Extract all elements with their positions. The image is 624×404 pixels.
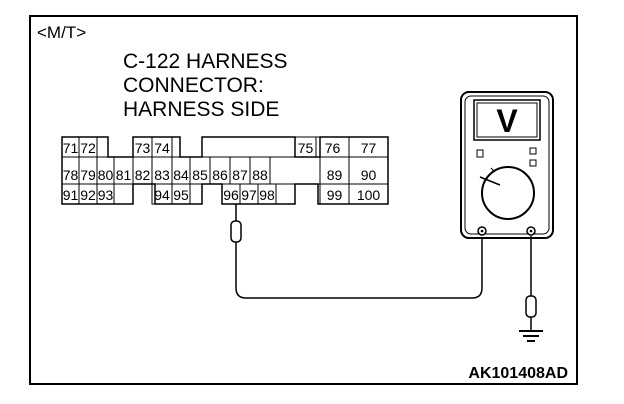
connector-terminal-100: 100: [357, 187, 381, 203]
meter-display-reading: V: [496, 103, 518, 139]
connector-terminal-92: 92: [80, 187, 96, 203]
connector-terminal-98: 98: [259, 187, 275, 203]
connector-terminal-87: 87: [232, 167, 248, 183]
connector-terminal-99: 99: [327, 187, 343, 203]
figure-code: AK101408AD: [468, 365, 568, 382]
connector-terminal-cell: [348, 156, 389, 185]
connector-terminal-88: 88: [252, 167, 268, 183]
meter-jack-left-pin: [480, 229, 484, 233]
connector-terminal-cell: [269, 156, 321, 185]
meter-dial-tick: [490, 167, 496, 173]
connector-terminal-71: 71: [63, 140, 79, 156]
connector-terminal-96: 96: [223, 187, 239, 203]
connector-terminal-91: 91: [63, 187, 79, 203]
connector-terminal-76: 76: [325, 140, 341, 156]
meter-display-inner: [476, 102, 538, 138]
title-line-1: C-122 HARNESS: [123, 50, 288, 73]
connector-terminal-75: 75: [298, 140, 314, 156]
connector-terminal-83: 83: [154, 167, 170, 183]
meter-display: [473, 99, 541, 141]
connector-terminal-73: 73: [135, 140, 151, 156]
ground-probe: [525, 295, 537, 318]
meter-jack-right-pin: [529, 229, 533, 233]
meter-body-inner: [464, 95, 550, 235]
probe-tip: [230, 220, 242, 243]
connector-terminal-95: 95: [173, 187, 189, 203]
connector-terminal-93: 93: [98, 187, 114, 203]
meter-selector-dial: [481, 166, 535, 220]
ground-icon: [519, 330, 543, 342]
connector-terminal-79: 79: [80, 167, 96, 183]
variant-label: <M/T>: [37, 23, 86, 42]
connector-terminal-84: 84: [173, 167, 189, 183]
title-line-2: CONNECTOR:: [123, 74, 264, 97]
connector-terminal-81: 81: [116, 167, 132, 183]
connector-terminal-85: 85: [192, 167, 208, 183]
connector-terminal-77: 77: [361, 140, 377, 156]
probe-lead: [230, 204, 483, 299]
diagram-frame: [29, 15, 578, 385]
connector-terminal-82: 82: [135, 167, 151, 183]
connector-terminal-78: 78: [63, 167, 79, 183]
connector-terminal-72: 72: [80, 140, 96, 156]
connector-terminal-97: 97: [241, 187, 257, 203]
connector-terminal-80: 80: [98, 167, 114, 183]
connector-terminal-90: 90: [361, 167, 377, 183]
voltmeter: V: [460, 91, 554, 239]
meter-indicator-left: [476, 149, 484, 158]
probe-wire: [235, 236, 483, 299]
connector-terminal-86: 86: [212, 167, 228, 183]
connector-terminal-94: 94: [154, 187, 170, 203]
connector-terminal-89: 89: [327, 167, 343, 183]
connector-terminal-74: 74: [154, 140, 170, 156]
meter-indicator-right-1: [529, 147, 537, 155]
ground-lead: [519, 236, 543, 342]
meter-dial-pointer: [479, 176, 501, 186]
meter-indicator-right-2: [529, 159, 537, 167]
title-line-3: HARNESS SIDE: [123, 98, 279, 121]
